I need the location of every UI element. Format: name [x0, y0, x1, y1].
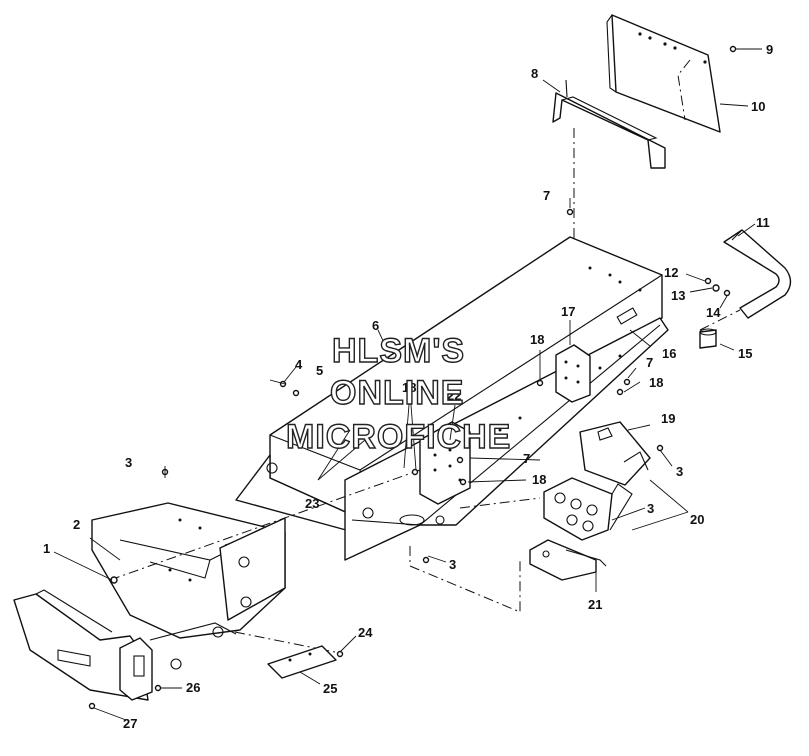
callout-18: 18: [530, 332, 544, 347]
callout-14: 14: [706, 305, 721, 320]
part-8-bracket-rail: [552, 79, 666, 169]
callout-5: 5: [316, 363, 323, 378]
callout-19: 19: [661, 411, 675, 426]
callout-12: 12: [664, 265, 678, 280]
part-17-bracket: [555, 344, 591, 403]
callout-17: 17: [561, 304, 575, 319]
watermark-line-1: HLSM'S: [332, 332, 465, 370]
watermark-line-3: MICROFICHE: [286, 418, 511, 456]
watermark: HLSM'S ONLINE MICROFICHE: [285, 331, 511, 456]
callout-3: 3: [676, 464, 683, 479]
callout-18: 18: [402, 380, 416, 395]
callout-3: 3: [449, 557, 456, 572]
callout-4: 4: [295, 357, 303, 372]
callout-2: 2: [73, 517, 80, 532]
callout-16: 16: [662, 346, 676, 361]
alignment-line-mid: [459, 497, 541, 509]
callout-23: 23: [305, 496, 319, 511]
callout-18: 18: [649, 375, 663, 390]
callout-24: 24: [358, 625, 373, 640]
callout-7: 7: [523, 451, 530, 466]
part-22-center-plate: [419, 421, 471, 505]
callout-6: 6: [372, 318, 379, 333]
part-bumper-front: [13, 589, 237, 701]
callout-9: 9: [766, 42, 773, 57]
callout-3: 3: [647, 501, 654, 516]
callout-7: 7: [543, 188, 550, 203]
callout-15: 15: [738, 346, 752, 361]
part-2-front-subframe: [91, 502, 286, 670]
callout-8: 8: [531, 66, 538, 81]
part-11-handle-bar: [699, 229, 792, 331]
callout-27: 27: [123, 716, 137, 731]
alignment-box: [409, 546, 521, 613]
part-19-cover: [579, 421, 651, 486]
callout-25: 25: [323, 681, 337, 696]
callout-1: 1: [43, 541, 50, 556]
callout-labels: 1 2 3 3 3 3 4 5 6 7 7 7 8 9 10 11 12 13 …: [43, 42, 773, 731]
part-21-pin-bracket: [529, 539, 607, 581]
part-15-bumper: [699, 328, 717, 349]
alignment-line-diag: [109, 469, 421, 581]
callout-11: 11: [756, 215, 770, 230]
part-25-angle-bracket: [267, 645, 337, 679]
callout-7: 7: [646, 355, 653, 370]
callout-13: 13: [671, 288, 685, 303]
part-10-rear-panel: [606, 14, 721, 133]
callout-3: 3: [125, 455, 132, 470]
watermark-line-2: ONLINE: [330, 374, 464, 412]
fasteners: [88, 45, 737, 710]
callout-20: 20: [690, 512, 704, 527]
part-20-plate-assembly: [543, 477, 633, 541]
callout-10: 10: [751, 99, 765, 114]
callout-26: 26: [186, 680, 200, 695]
leader-lines: [53, 48, 762, 721]
callout-18: 18: [532, 472, 546, 487]
callout-21: 21: [588, 597, 602, 612]
callout-22: 22: [447, 388, 461, 403]
